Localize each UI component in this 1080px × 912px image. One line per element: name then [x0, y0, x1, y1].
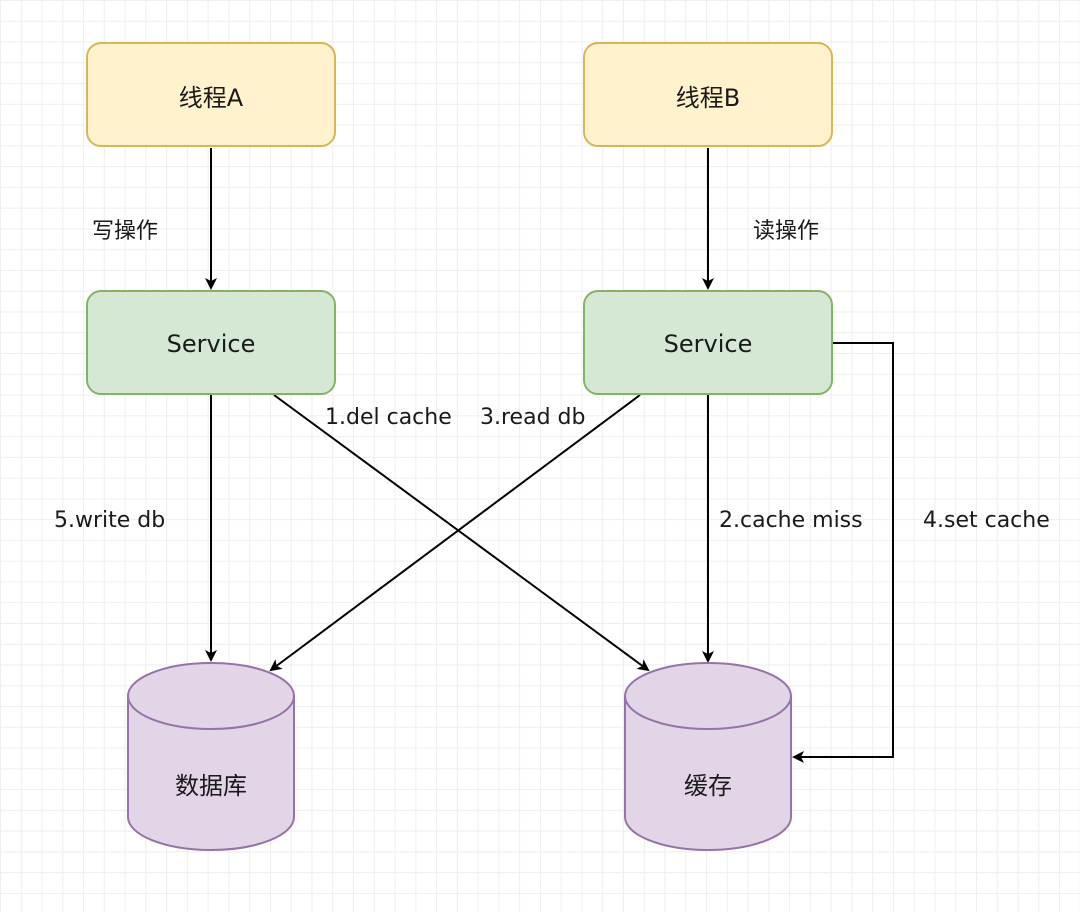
service-b-label: Service: [664, 330, 753, 358]
edge-labels: 写操作 读操作 1.del cache 3.read db 5.write db…: [54, 219, 1050, 533]
cache-miss-label: 2.cache miss: [719, 508, 863, 533]
edge-read-db: [269, 394, 641, 672]
read-db-label: 3.read db: [480, 405, 585, 430]
database-cylinder[interactable]: 数据库: [127, 662, 295, 851]
write-db-label: 5.write db: [54, 508, 165, 533]
edge-set-cache: [792, 342, 894, 763]
write-op-label: 写操作: [92, 219, 158, 244]
thread-a-box[interactable]: 线程A: [86, 42, 336, 147]
thread-b-box[interactable]: 线程B: [583, 42, 833, 147]
del-cache-label: 1.del cache: [325, 405, 452, 430]
database-label: 数据库: [175, 772, 247, 800]
cache-cylinder[interactable]: 缓存: [624, 662, 792, 851]
cache-label: 缓存: [684, 772, 732, 800]
edge-del-cache: [273, 394, 650, 672]
read-op-label: 读操作: [753, 219, 819, 244]
service-a-box[interactable]: Service: [86, 290, 336, 395]
set-cache-label: 4.set cache: [923, 508, 1050, 533]
thread-b-label: 线程B: [676, 84, 740, 112]
thread-a-label: 线程A: [179, 84, 244, 112]
service-b-box[interactable]: Service: [583, 290, 833, 395]
service-a-label: Service: [167, 330, 256, 358]
edges: [205, 148, 894, 763]
